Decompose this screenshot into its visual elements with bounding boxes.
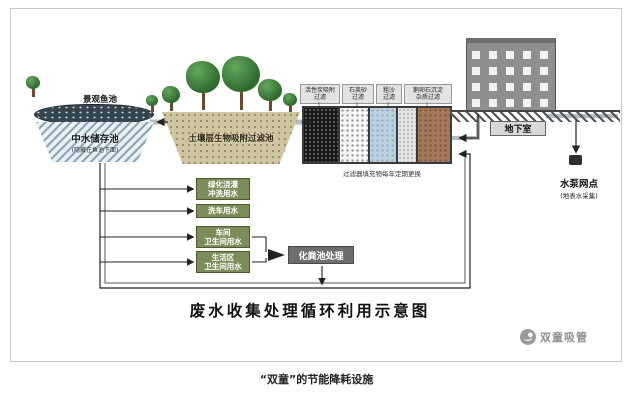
tree-icon (258, 79, 282, 111)
pump-station-label: 水泵网点 (地表水采集) (534, 176, 624, 200)
diagram-title: 废水收集处理循环利用示意图 (189, 302, 431, 320)
tree-icon (146, 95, 158, 112)
pump-note-text: (地表水采集) (560, 192, 598, 200)
brand-logo: 双童吸管 (520, 329, 588, 345)
brand-logo-text: 双童吸管 (540, 331, 588, 344)
basement-label: 地下室 (490, 121, 546, 136)
reclaimed-water-storage-pool: 中水储存池 (隐藏在鱼池下面) (36, 122, 154, 162)
ground-hatch (450, 110, 620, 122)
filter-tag: 石英砂 过滤 (342, 84, 374, 104)
filter-tag: 活性炭吸附 过滤 (300, 84, 340, 104)
shuangtong-logo-icon (520, 329, 536, 345)
storage-pool-note: (隐藏在鱼池下面) (71, 146, 119, 154)
cobble-sediment-tank (418, 108, 450, 162)
tree-icon (26, 76, 40, 97)
use-box-living-toilet: 生活区 卫生间用水 (196, 251, 250, 273)
image-caption: “双童”的节能降耗设施 (259, 373, 374, 386)
tree-icon (222, 56, 260, 110)
use-box-workshop-toilet: 车间 卫生间用水 (196, 226, 250, 248)
filter-tank-battery (302, 106, 452, 164)
quartz-sand-tank (370, 108, 396, 162)
tree-icon (283, 93, 297, 112)
fish-pond-label: 景观鱼池 (82, 95, 117, 105)
use-box-carwash: 洗车用水 (196, 204, 250, 218)
soil-bio-filter-pool: 土壤层生物吸附过滤池 (162, 112, 300, 164)
use-box-irrigation: 绿化浇灌 冲洗用水 (196, 178, 250, 200)
activated-carbon-tank (304, 108, 338, 162)
filter-replacement-note: 过滤器填充物每年定期更换 (343, 170, 421, 178)
filter-cotton-tank (340, 108, 368, 162)
pump-label-text: 水泵网点 (559, 179, 598, 190)
soil-pool-label: 土壤层生物吸附过滤池 (188, 134, 274, 144)
coarse-sand-tank (398, 108, 416, 162)
septic-tank-box: 化粪池处理 (288, 246, 354, 264)
tree-icon (162, 86, 180, 111)
fish-pond (34, 104, 154, 125)
storage-pool-label: 中水储存池 (71, 133, 119, 145)
tree-icon (186, 61, 220, 110)
factory-building (466, 38, 556, 112)
filter-tag: 鹅卵石沉淀 杂质过滤 (404, 84, 452, 104)
water-pump-icon (569, 155, 582, 165)
filter-tag: 粗沙 过滤 (376, 84, 402, 104)
